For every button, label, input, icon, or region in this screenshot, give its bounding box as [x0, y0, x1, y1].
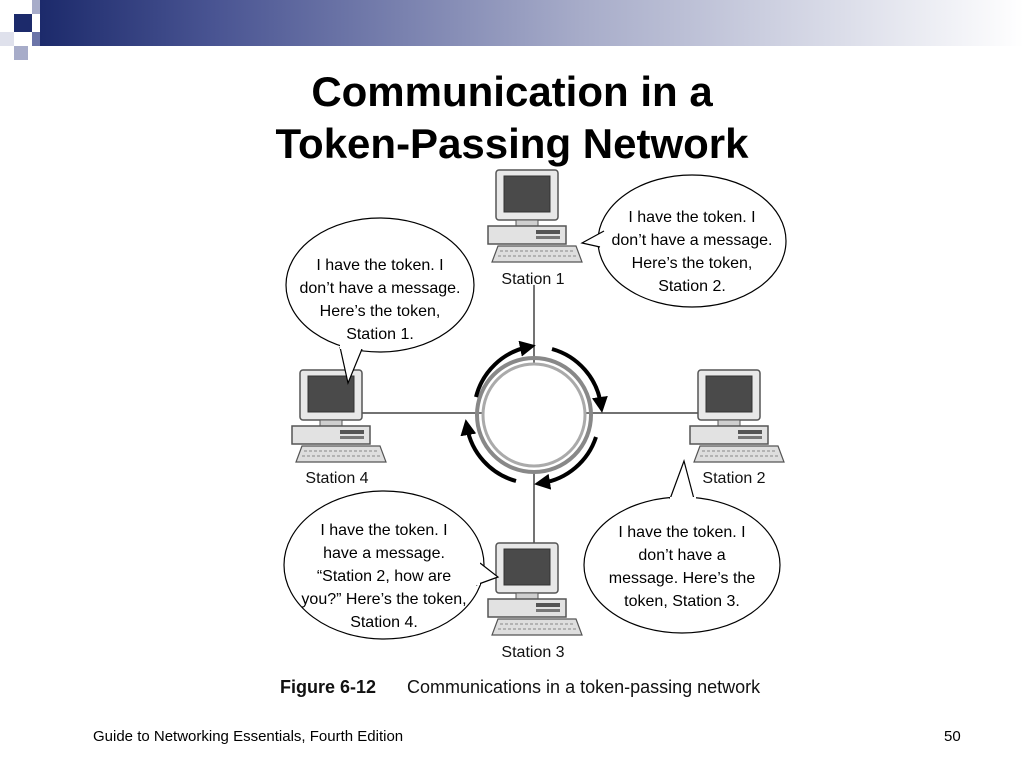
bubble-station3-line4: you?” Here’s the token, [301, 591, 466, 608]
bubble-station4-line2: don’t have a message. [300, 280, 461, 297]
slide-title-line1: Communication in a [311, 68, 713, 115]
rotation-arrow-left [460, 419, 517, 483]
bubble-station2-line1: I have the token. I [618, 524, 745, 541]
speech-bubble-station4: I have the token. I don’t have a message… [285, 217, 475, 385]
footer-book-title: Guide to Networking Essentials, Fourth E… [93, 728, 404, 745]
computer-icon-station2 [689, 369, 785, 463]
speech-bubble-station1: I have the token. I don’t have a message… [580, 174, 787, 308]
computer-icon-station4 [291, 369, 387, 463]
token-ring-diagram: Station 1 Station 2 Station 3 Station 4 … [280, 169, 787, 697]
page-number: 50 [944, 728, 961, 745]
bubble-station1-line1: I have the token. I [628, 209, 755, 226]
speech-bubble-station3: I have the token. I have a message. “Sta… [283, 490, 500, 640]
bubble-station4-line3: Here’s the token, [320, 303, 441, 320]
station-label-2: Station 2 [702, 470, 765, 487]
computer-icon-station3 [487, 542, 583, 636]
speech-bubble-station2: I have the token. I don’t have a message… [583, 459, 781, 634]
header-gradient-bar [40, 0, 1024, 46]
rotation-arrow-bottom [534, 436, 598, 490]
rotation-arrow-right [551, 347, 608, 413]
bubble-station3-line5: Station 4. [350, 614, 418, 631]
station-label-3: Station 3 [501, 644, 564, 661]
bubble-station1-line4: Station 2. [658, 278, 726, 295]
figure-caption-text: Communications in a token-passing networ… [407, 677, 761, 697]
slide-title-line2: Token-Passing Network [275, 120, 749, 167]
bubble-station1-line3: Here’s the token, [632, 255, 753, 272]
bubble-station3-line2: have a message. [323, 545, 445, 562]
bubble-station1-line2: don’t have a message. [612, 232, 773, 249]
bubble-station4-line4: Station 1. [346, 326, 414, 343]
figure-caption-number: Figure 6-12 [280, 677, 376, 697]
bubble-station3-line1: I have the token. I [320, 522, 447, 539]
bubble-station2-line4: token, Station 3. [624, 593, 740, 610]
bubble-station2-line2: don’t have a [638, 547, 725, 564]
ring-outer [475, 356, 593, 474]
bubble-station3-line3: “Station 2, how are [317, 568, 451, 585]
bubble-station2-line3: message. Here’s the [609, 570, 756, 587]
ring-inner [481, 362, 587, 468]
bubble-station4-line1: I have the token. I [316, 257, 443, 274]
station-label-1: Station 1 [501, 271, 564, 288]
rotation-arrow-top [474, 340, 536, 398]
computer-icon-station1 [487, 169, 583, 263]
station-label-4: Station 4 [305, 470, 368, 487]
